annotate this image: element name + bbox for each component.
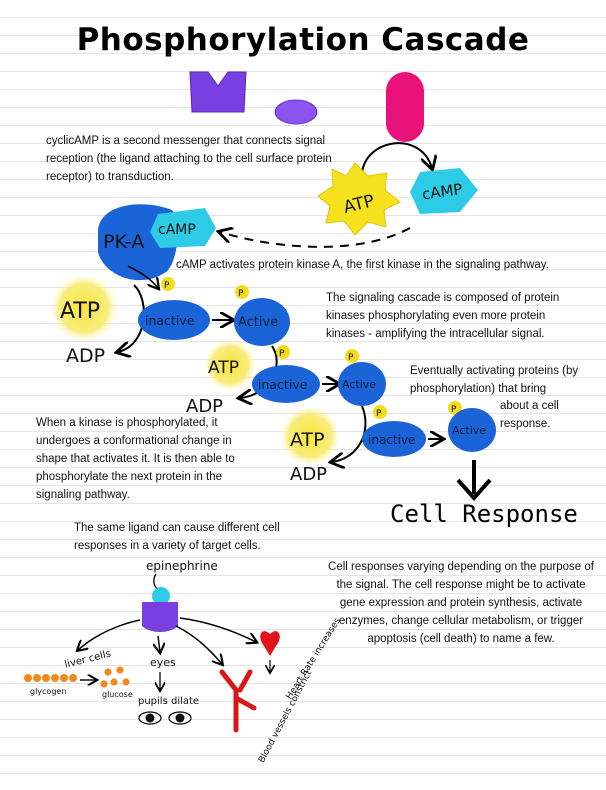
inactive-kinase-3 (362, 421, 426, 457)
response-arrow-head (456, 478, 492, 502)
ligand-note: The same ligand can cause different cell… (74, 522, 280, 552)
camp-intro-note: cyclicAMP is a second messenger that con… (46, 135, 332, 183)
phosphate-1a (161, 277, 175, 291)
phosphate-label-3b: P (451, 405, 457, 415)
glucose-2 (116, 666, 124, 674)
glycogen-bead-1 (24, 674, 32, 682)
branch-heart (179, 617, 256, 642)
glucose-1 (104, 668, 112, 676)
atp-to-camp-arrow (360, 142, 432, 179)
phosphate-label-1b: P (238, 289, 244, 299)
glycogen-label: glycogen (30, 687, 66, 696)
epinephrine-ligand (152, 587, 170, 605)
epinephrine-receptor (142, 602, 178, 632)
atp-glow-1 (50, 274, 118, 342)
camp-label-pka: cAMP (158, 222, 196, 238)
phosphate-label-2b: P (348, 353, 354, 363)
page-title: Phosphorylation Cascade (76, 22, 530, 58)
active-kinase-2 (338, 362, 386, 406)
epinephrine-arrow (153, 573, 159, 591)
inactive-label-1: inactive (145, 313, 195, 328)
blood-vessel-icon (219, 669, 257, 733)
liver-cells-label: liver cells (64, 649, 113, 671)
phosphate-label-3a: P (376, 409, 382, 419)
eventually-note-2: about a cell response. (500, 400, 559, 430)
pka-arrow-1 (127, 265, 158, 288)
receptor-magenta (386, 72, 424, 142)
glucose-3 (110, 678, 118, 686)
pupil-left (145, 713, 155, 723)
phosphate-3a (373, 405, 387, 419)
atp-label-3: ATP (290, 429, 325, 451)
cascade-note: The signaling cascade is composed of pro… (326, 292, 560, 340)
glucose-label: glucose (102, 690, 133, 699)
pka-note: cAMP activates protein kinase A, the fir… (176, 259, 549, 271)
branch-eyes (158, 635, 160, 652)
phosphate-1b (235, 285, 249, 299)
glycogen-bead-6 (69, 674, 77, 682)
receptor-purple (189, 71, 247, 113)
phosphate-3b (448, 401, 462, 415)
atp-label-1: ATP (60, 299, 100, 324)
camp-label-top: cAMP (421, 180, 464, 203)
active-kinase-3 (448, 408, 496, 452)
atp-adp-arrow-3 (332, 405, 367, 462)
phosphate-2a (276, 345, 290, 359)
glucose-4 (122, 678, 130, 686)
active-label-2: Active (342, 378, 376, 391)
branch-vessels (175, 625, 222, 664)
eventually-note: Eventually activating proteins (by phosp… (410, 365, 579, 395)
glycogen-bead-5 (60, 674, 68, 682)
adp-label-3: ADP (290, 464, 327, 485)
camp-dashed-arrow (220, 228, 411, 248)
phosphate-label-2a: P (279, 349, 285, 359)
camp-hex-top (410, 168, 478, 214)
inactive-label-2: inactive (258, 377, 308, 392)
pka-label: PK-A (103, 231, 144, 253)
active-label-3: Active (452, 424, 486, 437)
phosphate-2b (345, 349, 359, 363)
camp-bound-pka (150, 208, 216, 248)
pupil-right (175, 713, 185, 723)
glycogen-bead-4 (51, 674, 59, 682)
inactive-label-3: inactive (368, 433, 415, 447)
active-label-1: Active (238, 315, 278, 330)
pupils-dilate-label: pupils dilate (138, 696, 199, 707)
phosphate-label-1a: P (164, 281, 170, 291)
response-note: Cell responses varying depending on the … (328, 561, 594, 645)
kinase-note: When a kinase is phosphorylated, it unde… (36, 417, 235, 501)
cell-response-label: Cell Response (390, 500, 578, 528)
glycogen-bead-2 (33, 674, 41, 682)
atp-label-2: ATP (208, 358, 239, 378)
inactive-kinase-1 (138, 300, 210, 340)
eyes-label: eyes (150, 656, 176, 669)
adp-label-1: ADP (66, 345, 105, 367)
epinephrine-label: epinephrine (146, 559, 218, 573)
glycogen-bead-3 (42, 674, 50, 682)
atp-glow-2 (204, 339, 256, 391)
inactive-kinase-2 (252, 365, 320, 403)
atp-star-top (317, 162, 401, 236)
branch-liver (78, 619, 141, 650)
atp-glow-3 (280, 406, 340, 466)
glucose-5 (100, 680, 108, 688)
blood-vessels-label: Blood vessels constrict (257, 669, 314, 765)
adp-label-2: ADP (186, 396, 223, 417)
active-kinase-1 (234, 298, 290, 346)
heart-icon (260, 631, 280, 656)
ligand-oval (274, 99, 318, 125)
